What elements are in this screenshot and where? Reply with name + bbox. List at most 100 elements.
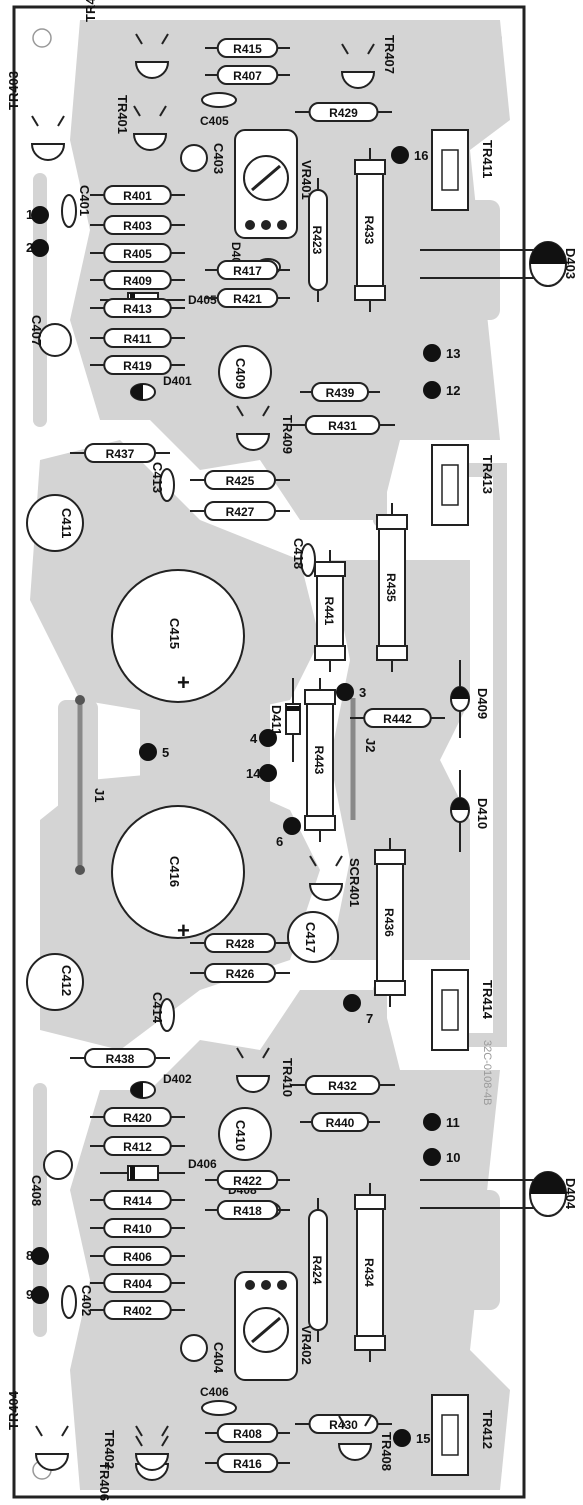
capacitor-c401: C401	[61, 185, 92, 228]
terminal-13: 13	[423, 344, 460, 362]
capacitor-c414: C414	[150, 992, 175, 1032]
terminal-label: 2	[26, 240, 33, 255]
terminal-label: 16	[414, 148, 428, 163]
resistor-r434: R434	[354, 1183, 386, 1362]
resistor-r415: R415	[205, 38, 290, 58]
resistor-label: R411	[123, 332, 151, 346]
svg-text:C414: C414	[150, 992, 165, 1024]
resistor-r420: R420	[90, 1107, 185, 1127]
terminal-7: 7	[343, 994, 373, 1026]
mounting-hole	[32, 28, 52, 48]
svg-text:D404: D404	[563, 1178, 578, 1210]
resistor-r423: R423	[308, 178, 328, 302]
power-transistor-blocks	[431, 129, 469, 1476]
capacitor-c412: C412	[26, 953, 84, 1011]
transistor-label: TR413	[480, 455, 495, 494]
resistor-r429: R429	[295, 102, 392, 122]
resistor-r417: R417	[205, 260, 290, 280]
resistor-label: R406	[123, 1250, 152, 1264]
svg-text:C416: C416	[167, 856, 182, 887]
resistor-label: R408	[233, 1427, 262, 1441]
transistor-tr410: TR410	[235, 1047, 295, 1097]
svg-text:D409: D409	[475, 688, 490, 719]
transistor-scr401: SCR401	[308, 855, 362, 907]
svg-text:C410: C410	[233, 1120, 248, 1151]
terminal-label: 3	[359, 685, 366, 700]
resistor-label: R419	[123, 359, 152, 373]
resistor-label: R413	[123, 302, 152, 316]
resistor-r425: R425	[190, 470, 290, 490]
capacitor-c413: C413	[150, 462, 175, 502]
transistor-label: SCR401	[347, 858, 362, 907]
resistor-r410: R410	[90, 1218, 185, 1238]
capacitor-c411: C411	[26, 494, 84, 552]
resistor-r414: R414	[90, 1190, 185, 1210]
terminal-label: 8	[26, 1248, 33, 1263]
svg-text:VR401: VR401	[299, 160, 314, 200]
resistor-label: R443	[312, 746, 326, 775]
resistor-label: R401	[123, 189, 152, 203]
terminal-6: 6	[276, 817, 301, 849]
svg-text:C411: C411	[59, 508, 74, 538]
svg-text:C403: C403	[211, 143, 226, 174]
svg-text:C418: C418	[291, 538, 306, 569]
resistor-label: R414	[123, 1194, 152, 1208]
transistor-label: TR410	[280, 1058, 295, 1097]
resistor-label: R412	[123, 1140, 152, 1154]
resistor-r402: R402	[90, 1300, 185, 1320]
terminal-label: 5	[162, 745, 169, 760]
resistor-label: R440	[326, 1116, 355, 1130]
resistor-r404: R404	[90, 1273, 185, 1293]
terminal-label: 12	[446, 383, 460, 398]
transistor-tr409: TR409	[235, 405, 295, 454]
terminal-label: 11	[446, 1115, 460, 1130]
transistor-label: TR403	[6, 71, 21, 110]
resistor-label: R416	[233, 1457, 262, 1471]
capacitor-c404: C404	[180, 1334, 226, 1374]
capacitor-c415: C415 +	[111, 569, 245, 703]
resistor-label: R405	[123, 247, 152, 261]
diode-d403: D403	[420, 241, 578, 287]
terminal-label: 15	[416, 1431, 430, 1446]
svg-text:C409: C409	[233, 358, 248, 389]
resistor-label: R442	[383, 712, 412, 726]
resistor-r426: R426	[190, 963, 290, 983]
svg-text:C413: C413	[150, 462, 165, 493]
transistor-label: TR412	[480, 1410, 495, 1449]
terminal-label: 9	[26, 1287, 33, 1302]
resistor-label: R426	[226, 967, 255, 981]
terminal-label: 14	[246, 766, 261, 781]
resistor-label: R423	[310, 226, 324, 255]
svg-text:D401: D401	[163, 374, 192, 388]
capacitor-c416: C416 +	[111, 805, 245, 943]
transistor-tr403: TR403	[6, 71, 66, 161]
resistor-r424: R424	[308, 1198, 328, 1342]
capacitor-c417: C417	[287, 911, 339, 963]
resistor-label: R431	[328, 419, 357, 433]
transistor-label: TR402	[102, 1430, 117, 1469]
resistor-label: R410	[123, 1222, 152, 1236]
diode-d410: D410	[450, 770, 490, 852]
transistor-tr405: TR405	[83, 0, 170, 79]
trimmer-vr402: VR402	[234, 1271, 314, 1381]
resistor-r439: R439	[300, 382, 380, 402]
terminal-14: 14	[246, 764, 277, 782]
resistor-r408: R408	[205, 1423, 290, 1443]
svg-text:D402: D402	[163, 1072, 192, 1086]
transistor-tr404: TR404	[6, 1390, 70, 1471]
diode-d411: D411	[269, 678, 301, 762]
diode-d409: D409	[450, 660, 490, 738]
resistor-r438: R438	[70, 1048, 170, 1068]
capacitor-c402: C402	[61, 1285, 94, 1319]
resistor-label: R417	[233, 264, 262, 278]
resistor-label: R429	[329, 106, 358, 120]
transistor-tr401: TR401	[115, 95, 168, 151]
resistor-r421: R421	[205, 288, 290, 308]
trimmer-vr401: VR401	[234, 129, 314, 239]
resistor-label: R437	[106, 447, 135, 461]
svg-text:D410: D410	[475, 798, 490, 829]
resistor-r419: R419	[90, 355, 185, 375]
